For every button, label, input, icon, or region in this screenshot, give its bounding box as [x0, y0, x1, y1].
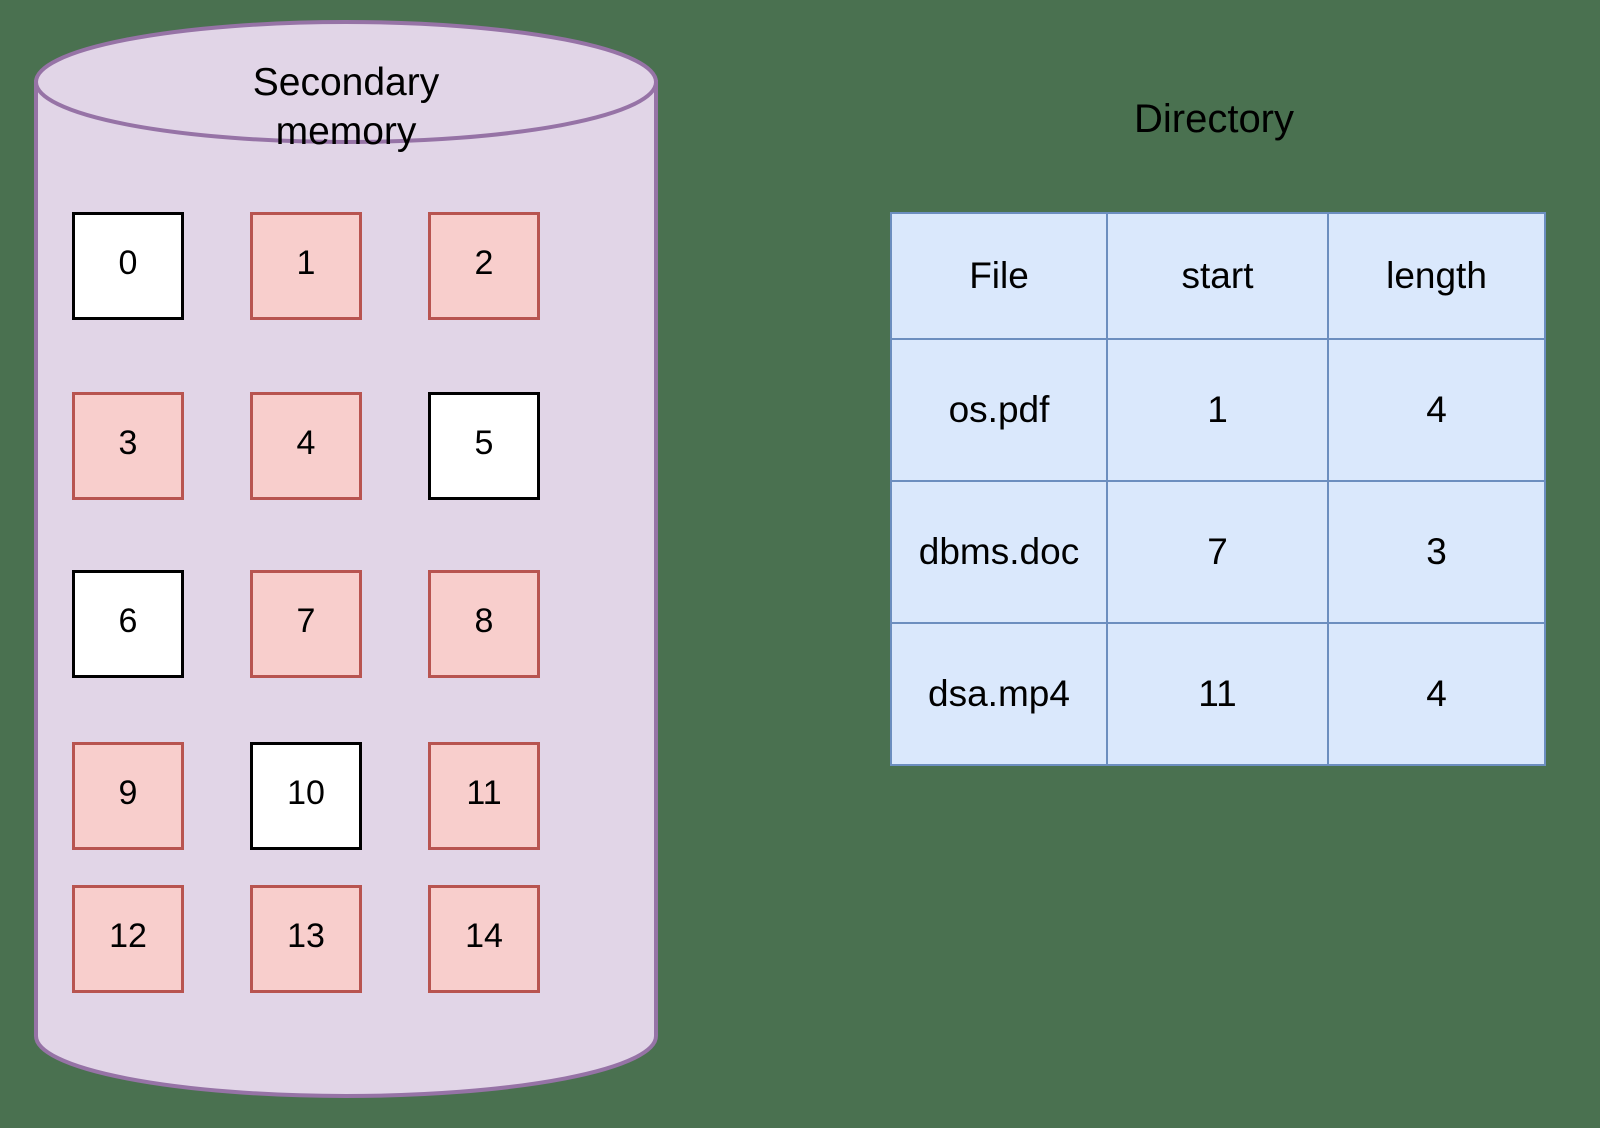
disk-block-8: 8 [428, 570, 540, 678]
disk-block-label: 6 [118, 601, 138, 640]
disk-block-label: 5 [474, 423, 494, 462]
directory-cell-file: os.pdf [890, 338, 1108, 482]
directory-header-length: length [1327, 212, 1546, 340]
table-row: os.pdf 1 4 [890, 338, 1546, 482]
disk-block-11: 11 [428, 742, 540, 850]
directory-cell-length: 4 [1327, 338, 1546, 482]
disk-block-0: 0 [72, 212, 184, 320]
disk-block-3: 3 [72, 392, 184, 500]
disk-block-label: 3 [118, 423, 138, 462]
disk-block-4: 4 [250, 392, 362, 500]
table-row: dbms.doc 7 3 [890, 480, 1546, 624]
directory-header-start: start [1106, 212, 1329, 340]
directory-header-row: File start length [890, 212, 1546, 340]
directory-cell-start: 7 [1106, 480, 1329, 624]
disk-block-9: 9 [72, 742, 184, 850]
disk-block-label: 4 [296, 423, 316, 462]
directory-title: Directory [1133, 97, 1295, 141]
disk-block-label: 11 [466, 773, 502, 812]
table-row: dsa.mp4 11 4 [890, 622, 1546, 766]
disk-block-13: 13 [250, 885, 362, 993]
disk-block-12: 12 [72, 885, 184, 993]
disk-block-label: 7 [296, 601, 316, 640]
disk-block-2: 2 [428, 212, 540, 320]
disk-block-label: 9 [118, 773, 138, 812]
secondary-memory-label: Secondary memory [252, 61, 440, 153]
directory-cell-file: dbms.doc [890, 480, 1108, 624]
disk-block-1: 1 [250, 212, 362, 320]
directory-cell-start: 1 [1106, 338, 1329, 482]
directory-cell-file: dsa.mp4 [890, 622, 1108, 766]
disk-block-label: 13 [287, 916, 325, 955]
directory-header-file: File [890, 212, 1108, 340]
disk-block-5: 5 [428, 392, 540, 500]
disk-block-10: 10 [250, 742, 362, 850]
directory-cell-start: 11 [1106, 622, 1329, 766]
disk-block-label: 10 [287, 773, 325, 812]
disk-block-label: 2 [474, 243, 494, 282]
disk-block-label: 8 [474, 601, 494, 640]
disk-block-14: 14 [428, 885, 540, 993]
disk-block-label: 0 [118, 243, 138, 282]
disk-block-label: 12 [109, 916, 147, 955]
directory-cell-length: 3 [1327, 480, 1546, 624]
directory-table: File start length os.pdf 1 4 dbms.doc 7 … [890, 212, 1546, 766]
disk-block-label: 1 [296, 243, 316, 282]
directory-table-body: File start length os.pdf 1 4 dbms.doc 7 … [890, 212, 1546, 766]
directory-cell-length: 4 [1327, 622, 1546, 766]
disk-block-label: 14 [465, 916, 503, 955]
disk-block-7: 7 [250, 570, 362, 678]
disk-block-6: 6 [72, 570, 184, 678]
